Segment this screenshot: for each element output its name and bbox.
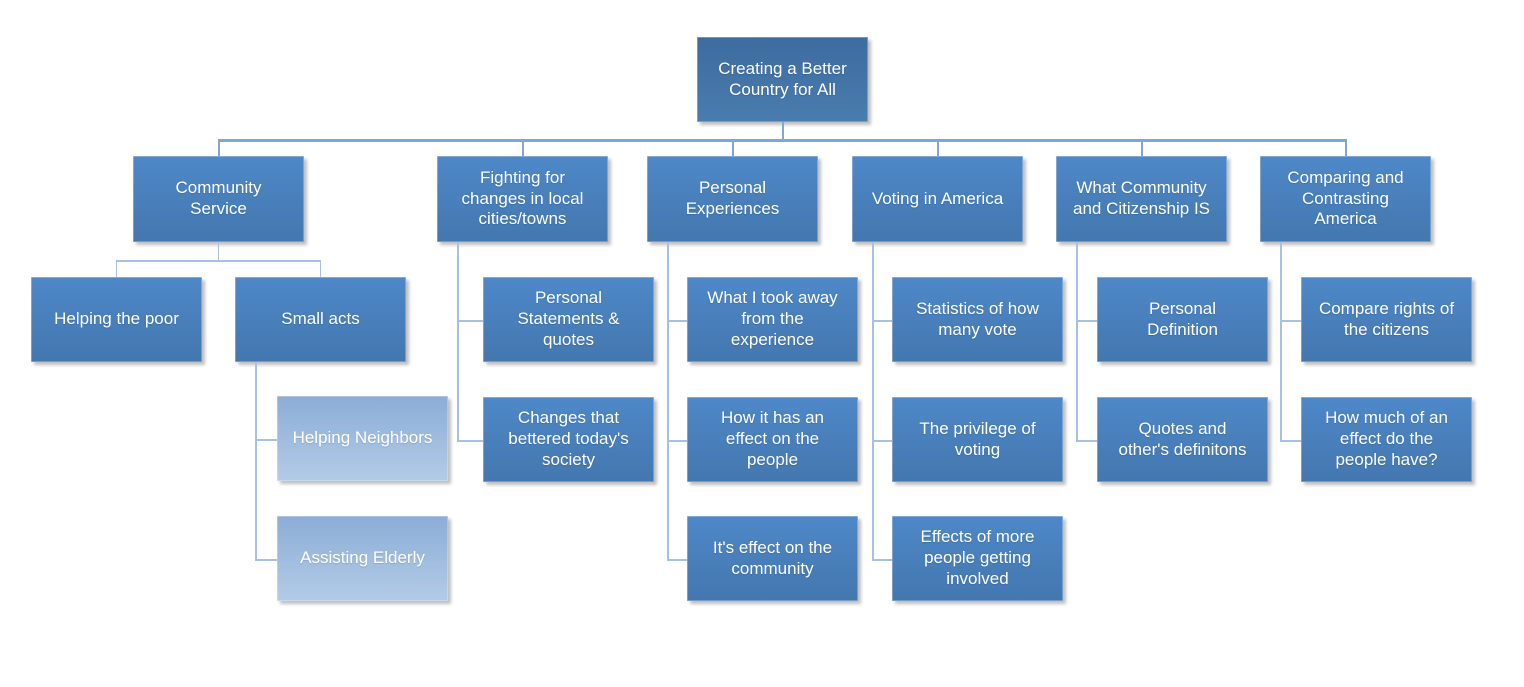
connector-segment: [667, 440, 687, 442]
connector-segment: [1345, 139, 1347, 156]
node-label: Comparing and Contrasting America: [1287, 167, 1404, 229]
node-effect-on-community: It's effect on the community: [687, 516, 858, 601]
node-label: Helping Neighbors: [292, 428, 433, 448]
connector-segment: [457, 320, 483, 322]
node-label: Creating a Better Country for All: [718, 58, 847, 99]
connector-segment: [218, 139, 220, 156]
node-label: Statistics of how many vote: [916, 298, 1039, 339]
node-label: Compare rights of the citizens: [1318, 298, 1455, 339]
connector-segment: [457, 242, 459, 441]
node-label: Effects of more people getting involved: [920, 527, 1035, 588]
node-label: How it has an effect on the people: [721, 408, 824, 469]
node-label: Voting in America: [871, 188, 1004, 208]
node-label: Quotes and other's definitons: [1118, 418, 1247, 459]
node-label: Fighting for changes in local cities/tow…: [461, 167, 584, 229]
node-label: It's effect on the community: [712, 537, 833, 578]
node-label: Assisting Elderly: [300, 548, 425, 568]
connector-segment: [218, 139, 1347, 142]
connector-segment: [937, 139, 939, 156]
node-label: How much of an effect do the people have…: [1325, 408, 1448, 469]
connector-segment: [667, 242, 669, 560]
node-privilege-voting: The privilege of voting: [892, 397, 1063, 482]
node-label: What I took away from the experience: [707, 288, 838, 349]
node-label: Helping the poor: [54, 309, 179, 329]
node-how-much-effect: How much of an effect do the people have…: [1301, 397, 1472, 482]
node-label: What Community and Citizenship IS: [1072, 178, 1211, 218]
connector-segment: [255, 439, 277, 441]
node-root: Creating a Better Country for All: [697, 37, 868, 122]
connector-segment: [218, 242, 219, 260]
node-personal-definition: Personal Definition: [1097, 277, 1268, 362]
connector-segment: [1280, 320, 1301, 322]
node-what-i-took-away: What I took away from the experience: [687, 277, 858, 362]
node-label: Small acts: [281, 309, 360, 329]
connector-segment: [320, 260, 321, 277]
node-small-acts: Small acts: [235, 277, 406, 362]
node-changes-bettered: Changes that bettered today's society: [483, 397, 654, 482]
node-label: Community Service: [175, 178, 262, 218]
node-statistics-vote: Statistics of how many vote: [892, 277, 1063, 362]
connector-segment: [116, 260, 321, 262]
node-label: Changes that bettered today's society: [508, 408, 629, 469]
node-voting-in-america: Voting in America: [852, 156, 1023, 242]
connector-segment: [872, 440, 892, 442]
connector-segment: [1076, 320, 1097, 322]
connector-segment: [1280, 242, 1282, 441]
connector-segment: [872, 559, 892, 561]
node-assisting-elderly: Assisting Elderly: [277, 516, 448, 601]
node-quotes-definitions: Quotes and other's definitons: [1097, 397, 1268, 482]
node-effect-on-people: How it has an effect on the people: [687, 397, 858, 482]
node-compare-rights: Compare rights of the citizens: [1301, 277, 1472, 362]
connector-segment: [872, 320, 892, 322]
connector-segment: [782, 122, 784, 139]
connector-segment: [116, 260, 117, 277]
connector-segment: [255, 559, 277, 561]
node-label: Personal Experiences: [685, 178, 780, 218]
node-label: Personal Statements & quotes: [517, 288, 620, 349]
connector-segment: [667, 559, 687, 561]
node-personal-statements: Personal Statements & quotes: [483, 277, 654, 362]
connector-segment: [732, 139, 734, 156]
connector-segment: [457, 440, 483, 442]
node-label: The privilege of voting: [919, 418, 1036, 459]
connector-segment: [667, 320, 687, 322]
node-community-service: Community Service: [133, 156, 304, 242]
connector-segment: [1076, 440, 1097, 442]
connector-segment: [1141, 139, 1143, 156]
connector-segment: [1280, 440, 1301, 442]
node-fighting-for-changes: Fighting for changes in local cities/tow…: [437, 156, 608, 242]
node-what-community-is: What Community and Citizenship IS: [1056, 156, 1227, 242]
connector-segment: [255, 362, 257, 560]
node-helping-the-poor: Helping the poor: [31, 277, 202, 362]
node-label: Personal Definition: [1147, 298, 1218, 339]
connector-segment: [872, 242, 874, 560]
connector-segment: [1076, 242, 1078, 441]
node-comparing-america: Comparing and Contrasting America: [1260, 156, 1431, 242]
node-effects-involved: Effects of more people getting involved: [892, 516, 1063, 601]
connector-segment: [522, 139, 524, 156]
node-helping-neighbors: Helping Neighbors: [277, 396, 448, 481]
node-personal-experiences: Personal Experiences: [647, 156, 818, 242]
